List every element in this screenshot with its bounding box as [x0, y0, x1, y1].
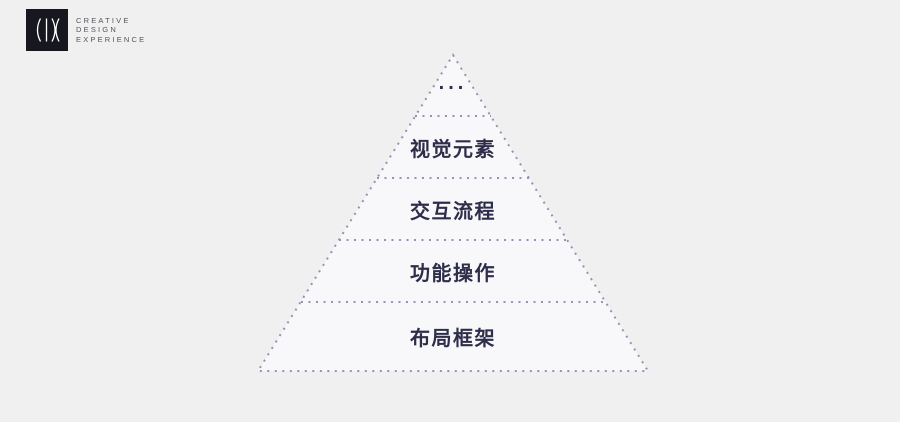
- logo-wordmark: CREATIVE DESIGN EXPERIENCE: [76, 16, 146, 45]
- logo-wordmark-line: EXPERIENCE: [76, 34, 147, 44]
- logo: CREATIVE DESIGN EXPERIENCE: [26, 9, 146, 51]
- logo-wordmark-line: DESIGN: [76, 25, 118, 35]
- logo-wordmark-line: CREATIVE: [76, 15, 131, 25]
- pyramid-triangle: [256, 53, 650, 372]
- logo-mark: [26, 9, 68, 51]
- cdx-logo-icon: [36, 18, 60, 42]
